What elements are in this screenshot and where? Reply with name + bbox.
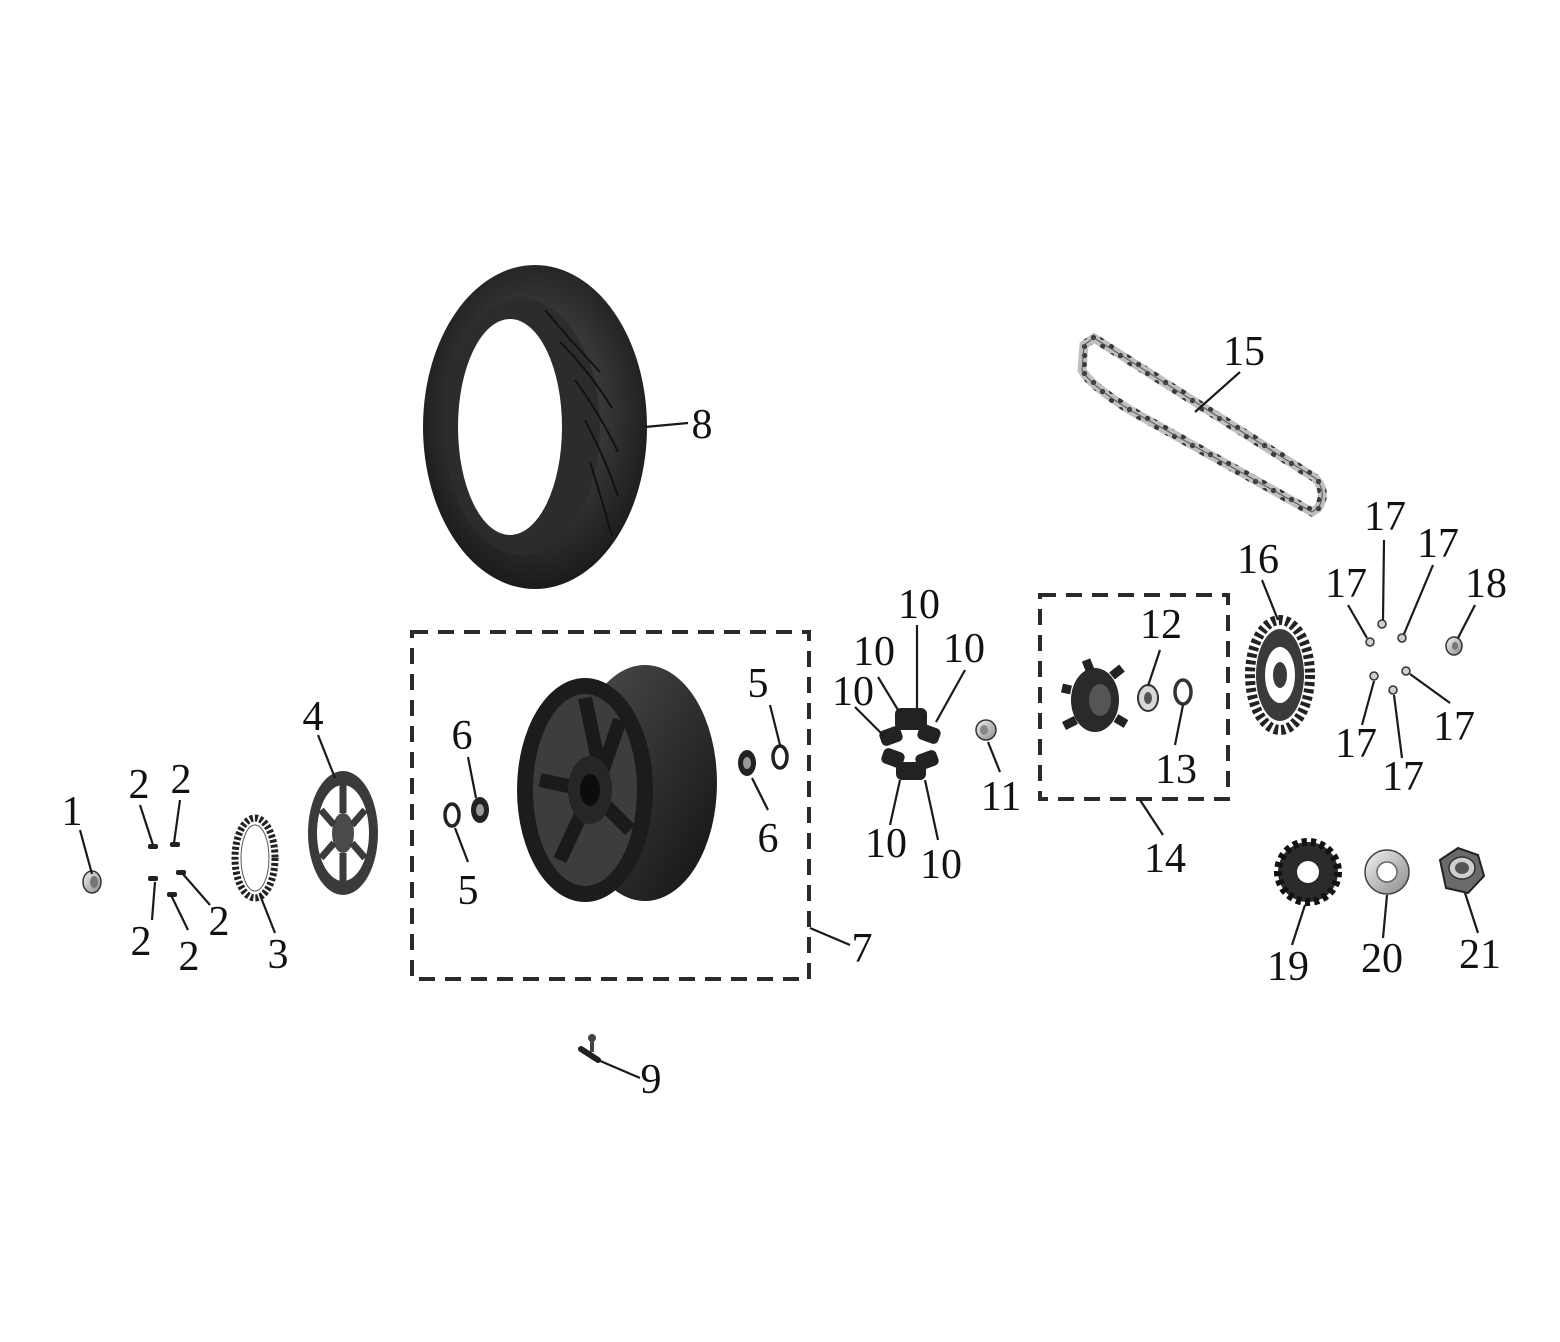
callout-17: 17: [1417, 521, 1459, 567]
abs-ring-part: [231, 814, 279, 902]
callout-10: 10: [865, 821, 907, 867]
seal-part-left: [443, 802, 461, 828]
callout-21: 21: [1459, 932, 1501, 978]
hub-bearing-part: [1137, 684, 1159, 712]
hub-assembly-box: [1038, 593, 1230, 801]
callout-14: 14: [1144, 836, 1186, 882]
callout-5: 5: [748, 661, 769, 707]
callout-6: 6: [758, 816, 779, 862]
callout-11: 11: [981, 774, 1021, 820]
wheel-assembly-box: [410, 630, 811, 981]
callout-8: 8: [692, 402, 713, 448]
callout-3: 3: [268, 932, 289, 978]
axle-nut-part: [1438, 846, 1486, 895]
callout-10: 10: [853, 629, 895, 675]
callout-10: 10: [832, 669, 874, 715]
callout-18: 18: [1465, 561, 1507, 607]
callout-2: 2: [129, 762, 150, 808]
callout-1: 1: [62, 789, 83, 835]
valve-stem-part: [578, 1034, 601, 1063]
callout-10: 10: [943, 626, 985, 672]
callout-16: 16: [1237, 537, 1279, 583]
callout-2: 2: [209, 899, 230, 945]
seal-part-right: [771, 744, 789, 770]
callout-labels: 1 2 2 2 2 2 3 4 5 5 6 6 7 8 9 10 10 10 1…: [62, 329, 1508, 1103]
sleeve-part: [975, 719, 997, 741]
tire-part: [423, 265, 647, 589]
bearing-part-right: [738, 750, 756, 776]
callout-10: 10: [920, 842, 962, 888]
callout-9: 9: [641, 1057, 662, 1103]
callout-19: 19: [1267, 944, 1309, 990]
brake-disc-part: [308, 771, 378, 895]
cush-rubber-parts: [879, 708, 941, 780]
callout-17: 17: [1364, 494, 1406, 540]
callout-17: 17: [1433, 704, 1475, 750]
wheel-rim-part: [517, 665, 717, 902]
callout-12: 12: [1140, 602, 1182, 648]
washer-part: [1364, 849, 1410, 895]
callout-20: 20: [1361, 936, 1403, 982]
chain-part: [1077, 332, 1327, 518]
leader-lines: [78, 371, 1480, 1080]
callout-2: 2: [179, 934, 200, 980]
callout-4: 4: [303, 694, 324, 740]
callout-17: 17: [1325, 561, 1367, 607]
callout-5: 5: [458, 868, 479, 914]
bearing-part-left: [471, 797, 489, 823]
hub-seal-part: [1173, 678, 1193, 706]
callout-15: 15: [1223, 329, 1265, 375]
callout-7: 7: [852, 926, 873, 972]
small-spacer-part: [1445, 636, 1463, 656]
sprocket-hub-part: [1061, 658, 1129, 732]
bolt-parts: [148, 842, 186, 897]
sprocket-nut-parts: [1365, 619, 1411, 695]
callout-17: 17: [1382, 754, 1424, 800]
callout-2: 2: [171, 757, 192, 803]
callout-10: 10: [898, 582, 940, 628]
callout-6: 6: [452, 713, 473, 759]
callout-17: 17: [1335, 721, 1377, 767]
front-sprocket-part: [1274, 838, 1342, 906]
callout-13: 13: [1155, 747, 1197, 793]
rear-sprocket-part: [1245, 615, 1315, 735]
callout-2: 2: [131, 919, 152, 965]
spacer-part: [82, 870, 102, 894]
